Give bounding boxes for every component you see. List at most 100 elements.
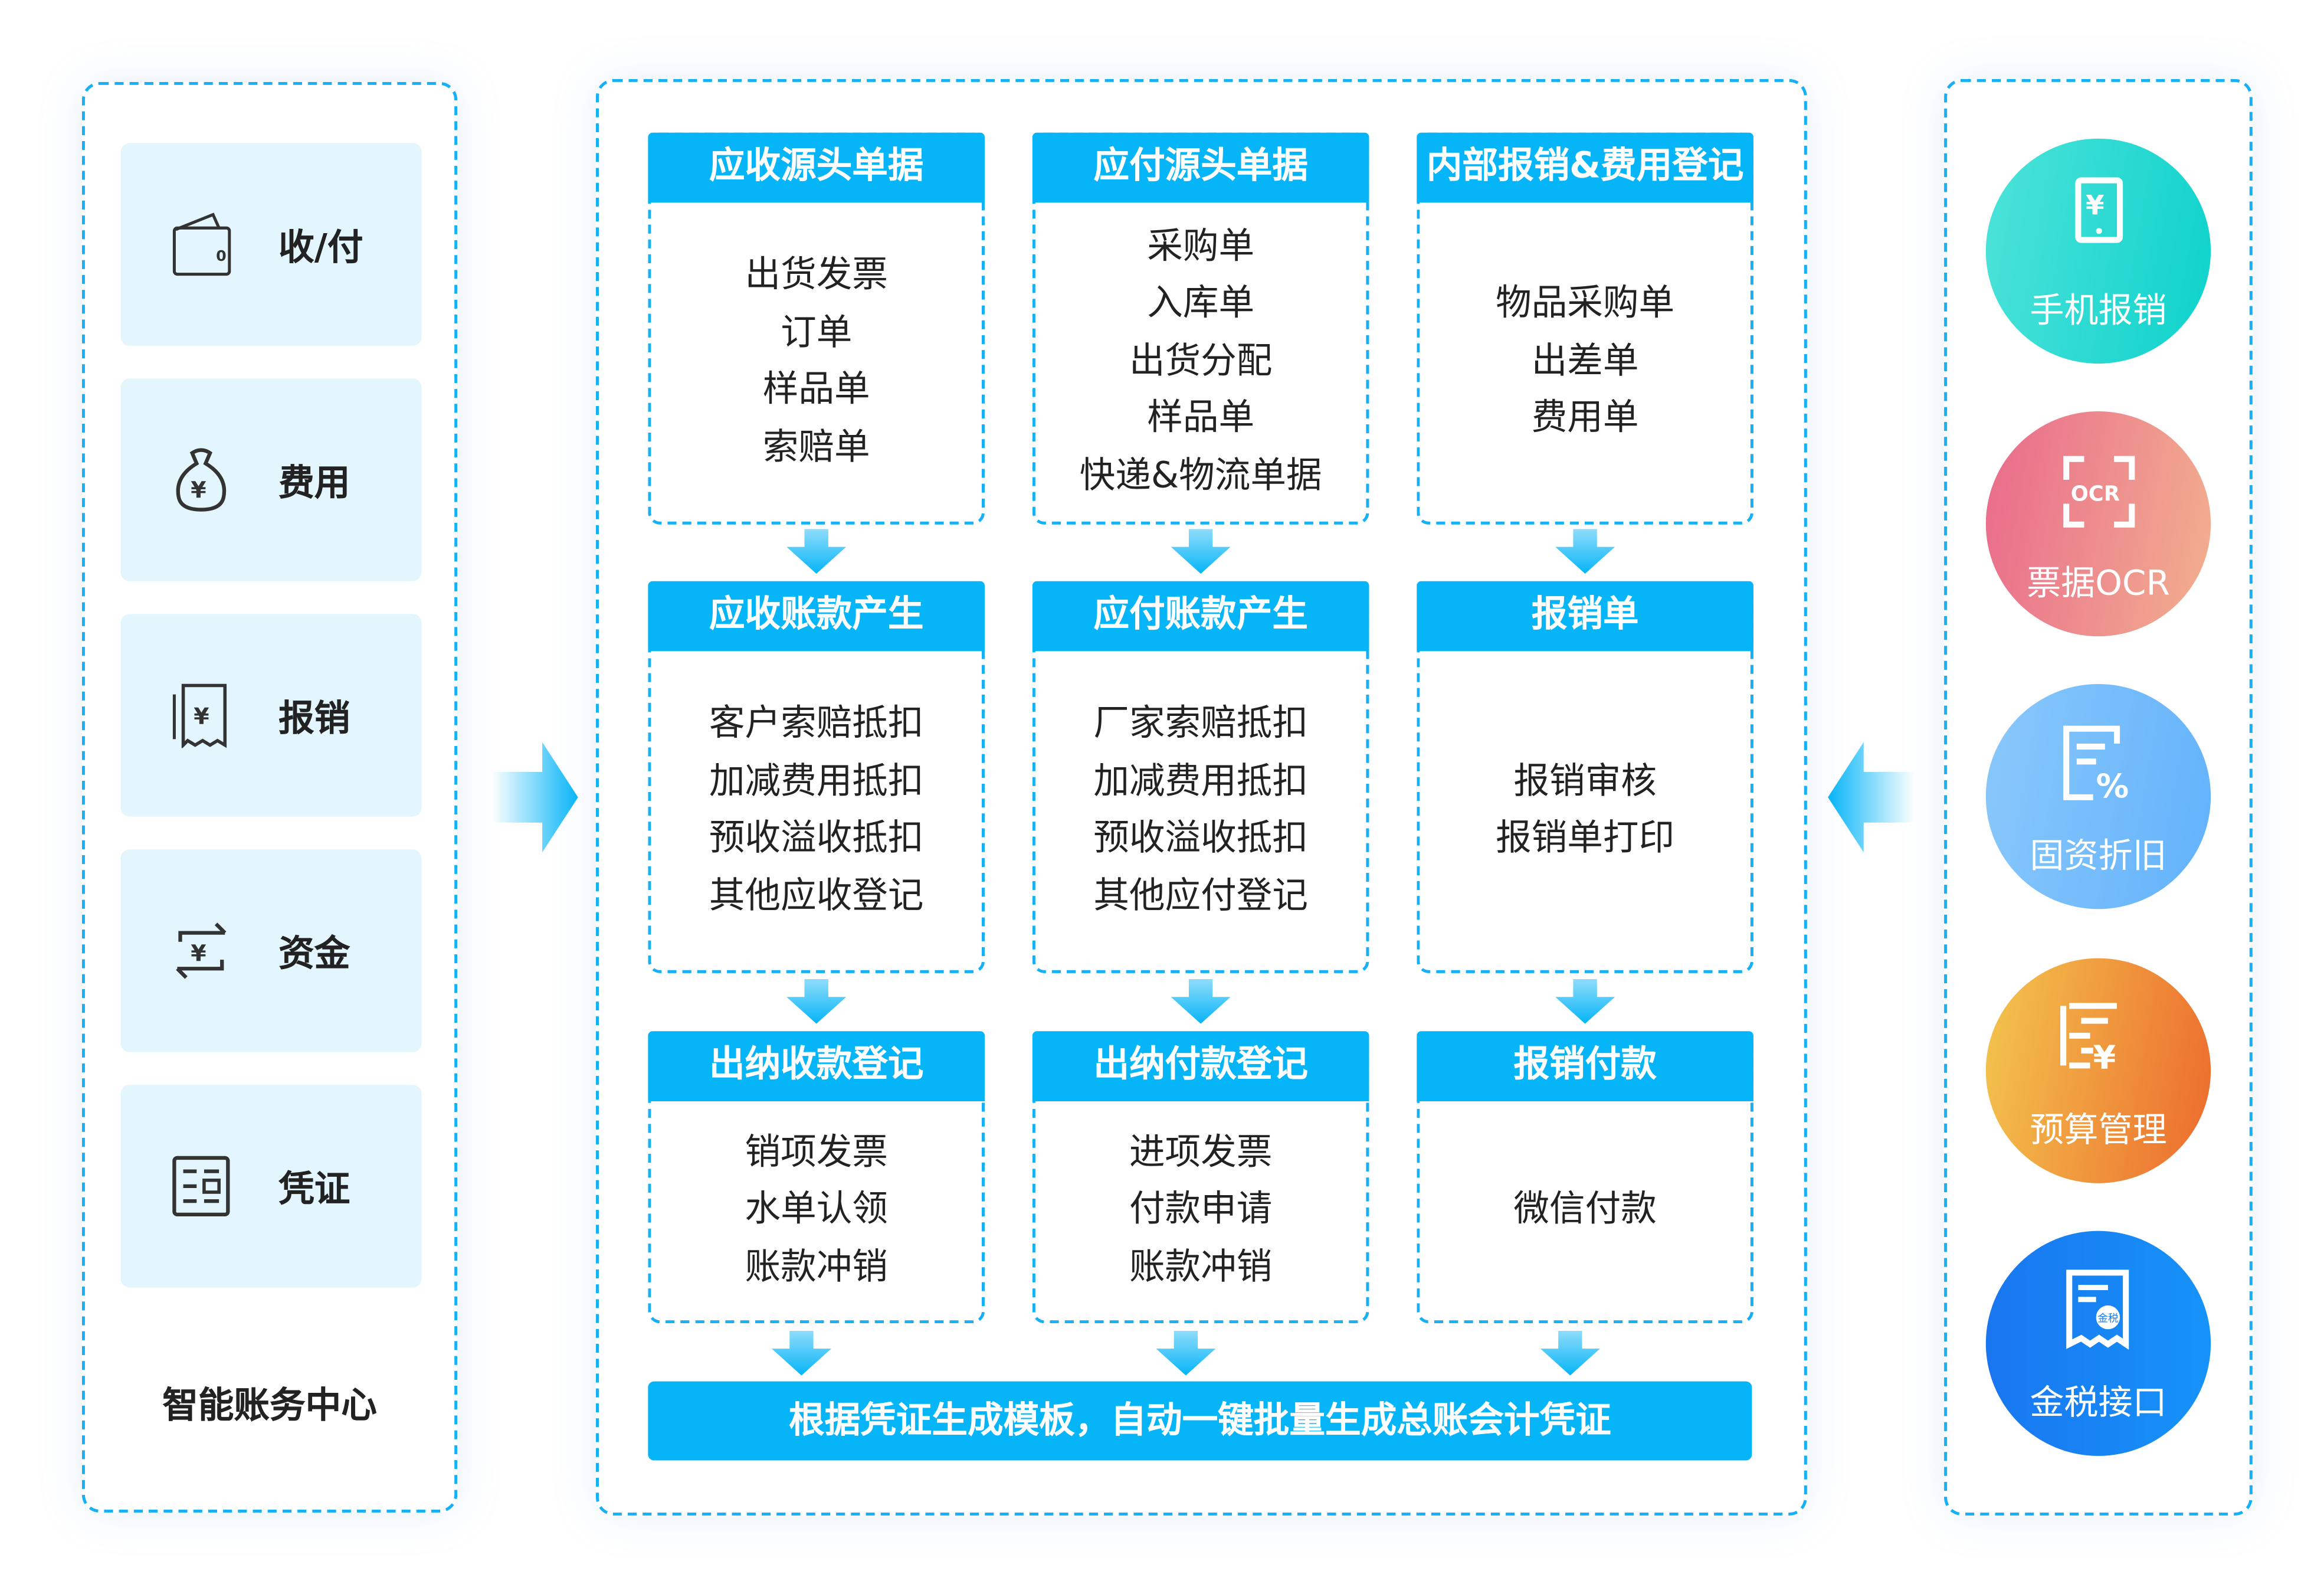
left-item-label: 报销 — [278, 697, 350, 739]
stage-item: 微信付款 — [1513, 1188, 1657, 1230]
stage-item: 样品单 — [762, 368, 870, 410]
stage-title: 应收账款产生 — [648, 581, 985, 652]
feature-depreciation[interactable]: % 固资折旧 — [1985, 683, 2211, 909]
stage-box: 应收源头单据出货发票订单样品单索赔单 — [648, 132, 985, 525]
stage-item: 出货分配 — [1129, 339, 1273, 381]
left-item-funds[interactable]: ¥ 资金 — [120, 849, 422, 1052]
stage-item: 样品单 — [1147, 397, 1255, 439]
stage-item: 账款冲销 — [1129, 1245, 1273, 1287]
stage-item: 销项发票 — [745, 1130, 888, 1173]
stage-item: 预收溢收抵扣 — [709, 816, 924, 859]
stage-item: 其他应付登记 — [1093, 873, 1308, 916]
stage-items: 销项发票水单认领账款冲销 — [648, 1101, 985, 1317]
feature-tax-invoice[interactable]: 金税金税接口 — [1985, 1231, 2211, 1456]
stage-box: 报销付款微信付款 — [1417, 1031, 1753, 1324]
exchange-icon: ¥ — [176, 922, 227, 979]
left-item-reimburse[interactable]: ¥ 报销 — [120, 614, 422, 817]
receipt-icon: ¥ — [172, 683, 227, 748]
arrow-right-icon — [491, 742, 578, 853]
arrow-down-icon — [771, 1330, 831, 1376]
feature-label: 金税接口 — [2030, 1384, 2167, 1424]
stage-items: 进项发票付款申请账款冲销 — [1032, 1101, 1369, 1317]
arrow-down-icon — [1171, 529, 1231, 574]
stage-box: 出纳付款登记进项发票付款申请账款冲销 — [1032, 1031, 1369, 1324]
feature-ocr-scan[interactable]: OCR 票据OCR — [1985, 411, 2211, 637]
stage-item: 报销审核 — [1513, 759, 1657, 801]
stage-items: 客户索赔抵扣加减费用抵扣预收溢收抵扣其他应收登记 — [648, 651, 985, 967]
arrow-left-icon — [1828, 742, 1915, 853]
stage-item: 快递&物流单据 — [1079, 454, 1322, 496]
left-panel-title: 智能账务中心 — [162, 1384, 377, 1426]
arrow-down-icon — [1555, 979, 1615, 1024]
feature-mobile-yuan[interactable]: ¥ 手机报销 — [1985, 138, 2211, 364]
stage-box: 应付账款产生厂家索赔抵扣加减费用抵扣预收溢收抵扣其他应付登记 — [1032, 581, 1369, 973]
svg-text:OCR: OCR — [2071, 482, 2120, 506]
left-item-label: 资金 — [278, 932, 350, 975]
arrow-down-icon — [1555, 529, 1615, 574]
left-item-receive-pay[interactable]: 0 收/付 — [120, 143, 422, 346]
voucher-icon — [172, 1156, 230, 1217]
left-item-label: 收/付 — [278, 226, 363, 269]
stage-title: 报销单 — [1417, 581, 1753, 652]
feature-label: 手机报销 — [2030, 292, 2167, 331]
stage-box: 内部报销&费用登记物品采购单出差单费用单 — [1417, 132, 1753, 525]
stage-item: 采购单 — [1147, 224, 1255, 267]
stage-item: 付款申请 — [1129, 1188, 1273, 1230]
svg-text:0: 0 — [216, 247, 227, 264]
stage-items: 报销审核报销单打印 — [1417, 651, 1753, 967]
feature-budget[interactable]: ¥ 预算管理 — [1985, 958, 2211, 1183]
feature-label: 票据OCR — [2027, 564, 2170, 604]
feature-label: 预算管理 — [2030, 1111, 2167, 1151]
stage-title: 出纳付款登记 — [1032, 1031, 1369, 1101]
stage-item: 入库单 — [1147, 282, 1255, 324]
stage-title: 报销付款 — [1417, 1031, 1753, 1101]
left-item-voucher[interactable]: 凭证 — [120, 1085, 422, 1288]
arrow-down-icon — [786, 529, 847, 574]
arrow-down-icon — [1156, 1330, 1216, 1376]
stage-item: 预收溢收抵扣 — [1093, 816, 1308, 859]
left-panel: 0 收/付 ¥ 费用 ¥ 报销 ¥ 资金 凭证 智能账务中心 — [81, 81, 458, 1513]
voucher-generation-bar: 根据凭证生成模板，自动一键批量生成总账会计凭证 — [648, 1381, 1752, 1461]
stage-item: 厂家索赔抵扣 — [1093, 702, 1308, 744]
arrow-down-icon — [1540, 1330, 1600, 1376]
stage-item: 费用单 — [1531, 397, 1639, 439]
stage-items: 物品采购单出差单费用单 — [1417, 202, 1753, 518]
stage-box: 应收账款产生客户索赔抵扣加减费用抵扣预收溢收抵扣其他应收登记 — [648, 581, 985, 973]
feature-label: 固资折旧 — [2030, 837, 2167, 876]
stage-item: 出差单 — [1531, 339, 1639, 381]
money-bag-icon: ¥ — [176, 448, 227, 512]
arrow-down-icon — [786, 979, 847, 1024]
stage-item: 报销单打印 — [1496, 816, 1675, 859]
svg-text:%: % — [2096, 767, 2129, 806]
stage-item: 账款冲销 — [745, 1245, 888, 1287]
stage-item: 索赔单 — [762, 425, 870, 467]
stage-box: 出纳收款登记销项发票水单认领账款冲销 — [648, 1031, 985, 1324]
stage-item: 出货发票 — [745, 253, 888, 295]
svg-text:¥: ¥ — [2093, 1038, 2116, 1076]
left-item-label: 凭证 — [278, 1168, 350, 1210]
stage-item: 其他应收登记 — [709, 873, 924, 916]
stage-item: 物品采购单 — [1496, 282, 1675, 324]
left-item-expense[interactable]: ¥ 费用 — [120, 378, 422, 581]
stage-items: 采购单入库单出货分配样品单快递&物流单据 — [1032, 202, 1369, 518]
svg-text:¥: ¥ — [2086, 190, 2105, 221]
svg-text:¥: ¥ — [191, 941, 206, 967]
stage-item: 订单 — [781, 310, 853, 353]
stage-title: 应收源头单据 — [648, 132, 985, 203]
stage-items: 厂家索赔抵扣加减费用抵扣预收溢收抵扣其他应付登记 — [1032, 651, 1369, 967]
stage-box: 报销单报销审核报销单打印 — [1417, 581, 1753, 973]
svg-text:¥: ¥ — [194, 703, 209, 729]
stage-item: 加减费用抵扣 — [1093, 759, 1308, 801]
stage-items: 出货发票订单样品单索赔单 — [648, 202, 985, 518]
stage-item: 进项发票 — [1129, 1130, 1273, 1173]
svg-text:¥: ¥ — [191, 477, 206, 503]
stage-item: 客户索赔抵扣 — [709, 702, 924, 744]
stage-title: 出纳收款登记 — [648, 1031, 985, 1101]
stage-items: 微信付款 — [1417, 1101, 1753, 1317]
stage-title: 内部报销&费用登记 — [1417, 132, 1753, 203]
stage-box: 应付源头单据采购单入库单出货分配样品单快递&物流单据 — [1032, 132, 1369, 525]
left-item-label: 费用 — [278, 462, 350, 504]
stage-item: 加减费用抵扣 — [709, 759, 924, 801]
stage-title: 应付账款产生 — [1032, 581, 1369, 652]
wallet-icon: 0 — [172, 212, 231, 276]
